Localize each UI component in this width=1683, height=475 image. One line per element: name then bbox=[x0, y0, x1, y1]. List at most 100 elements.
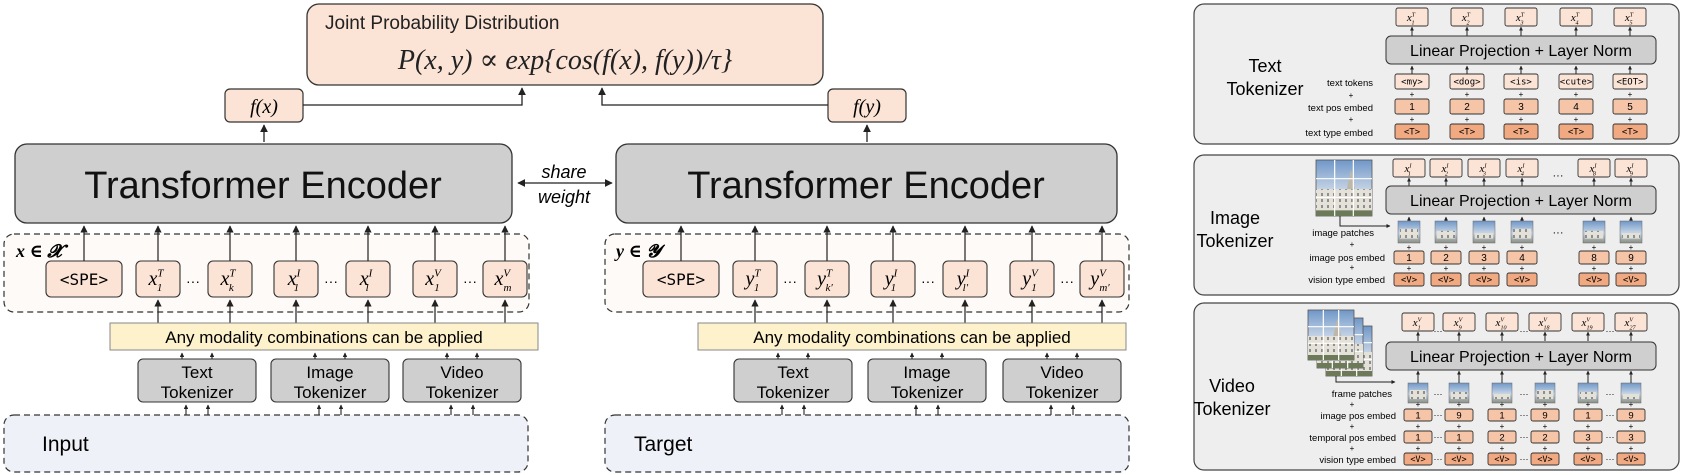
type-embed: <V> bbox=[1615, 272, 1647, 287]
pos-embed: 5 bbox=[1612, 98, 1648, 115]
type-embed: <T> bbox=[1503, 123, 1539, 140]
plus-sign: + bbox=[1543, 422, 1548, 431]
encoder-right-label: Transformer Encoder bbox=[687, 165, 1045, 207]
svg-text:8: 8 bbox=[1591, 253, 1597, 264]
plus-sign: + bbox=[1482, 264, 1487, 273]
fy-box: f(y) bbox=[827, 88, 907, 123]
svg-text:1: 1 bbox=[1415, 432, 1420, 443]
text-token: <my> bbox=[1394, 73, 1430, 90]
svg-text:Tokenizer: Tokenizer bbox=[426, 383, 499, 402]
type-embed: <V> bbox=[1430, 272, 1462, 287]
pos-embed: 8 bbox=[1578, 250, 1610, 265]
svg-text:<EOT>: <EOT> bbox=[1616, 78, 1644, 88]
svg-text:<V>: <V> bbox=[1623, 455, 1638, 465]
encoder-right: Transformer Encoder bbox=[615, 143, 1118, 224]
svg-text:9: 9 bbox=[1542, 410, 1547, 421]
svg-text:<T>: <T> bbox=[1404, 128, 1421, 138]
target-row-right: Target bbox=[604, 414, 1130, 473]
type-embed: <V> bbox=[1578, 272, 1610, 287]
ellipsis: ··· bbox=[1553, 227, 1564, 239]
plus-sign: + bbox=[1586, 422, 1591, 431]
ellipsis: ··· bbox=[1060, 273, 1074, 289]
plus-sign: + bbox=[1457, 444, 1462, 453]
ellipsis: ··· bbox=[1520, 432, 1529, 442]
spe-token: <SPE> bbox=[45, 260, 123, 298]
ellipsis: ··· bbox=[1520, 389, 1529, 399]
pos-embed: 2 bbox=[1449, 98, 1485, 115]
svg-text:2: 2 bbox=[1443, 253, 1449, 264]
joint-formula: P(x, y) ∝ exp{cos(f(x), f(y))/τ} bbox=[397, 45, 732, 76]
svg-text:9: 9 bbox=[1628, 410, 1633, 421]
plus-sign: + bbox=[1457, 400, 1462, 409]
image-patch bbox=[1534, 382, 1556, 404]
type-embed: <V> bbox=[1444, 452, 1474, 466]
ellipsis: ··· bbox=[1434, 389, 1443, 399]
svg-text:<dog>: <dog> bbox=[1453, 78, 1481, 88]
ellipsis: ··· bbox=[1606, 454, 1615, 464]
image-patch bbox=[1448, 382, 1470, 404]
share-weight: share weight bbox=[517, 162, 613, 207]
plus-sign: + bbox=[1350, 422, 1355, 431]
text-token: <dog> bbox=[1449, 73, 1485, 90]
ellipsis: ··· bbox=[1606, 432, 1615, 442]
joint-probability-box: Joint Probability Distribution P(x, y) ∝… bbox=[306, 3, 824, 86]
svg-text:Tokenizer: Tokenizer bbox=[1196, 231, 1273, 251]
plus-sign: + bbox=[1628, 90, 1633, 99]
text-token: <cute> bbox=[1558, 73, 1594, 90]
svg-text:Video: Video bbox=[1040, 363, 1083, 382]
ellipsis: ··· bbox=[1520, 326, 1529, 336]
svg-text:Any modality combinations can: Any modality combinations can be applied bbox=[753, 328, 1071, 347]
temporal-embed: 2 bbox=[1530, 430, 1560, 444]
svg-text:2: 2 bbox=[1542, 432, 1547, 443]
svg-text:2: 2 bbox=[1499, 432, 1504, 443]
svg-text:Linear Projection + Layer Norm: Linear Projection + Layer Norm bbox=[1410, 43, 1632, 60]
joint-title: Joint Probability Distribution bbox=[325, 13, 559, 34]
svg-text:<V>: <V> bbox=[1451, 455, 1466, 465]
pos-embed: 1 bbox=[1393, 250, 1425, 265]
plus-sign: + bbox=[1574, 115, 1579, 124]
svg-text:1: 1 bbox=[1456, 432, 1461, 443]
svg-text:Tokenizer: Tokenizer bbox=[161, 383, 234, 402]
svg-text:<V>: <V> bbox=[1438, 276, 1455, 286]
svg-text:weight: weight bbox=[538, 187, 591, 207]
svg-text:9: 9 bbox=[1628, 253, 1634, 264]
svg-text:<T>: <T> bbox=[1568, 128, 1585, 138]
joint-arrows bbox=[260, 87, 871, 142]
type-embed: <V> bbox=[1403, 452, 1433, 466]
type-embed: <T> bbox=[1558, 123, 1594, 140]
svg-text:3: 3 bbox=[1518, 102, 1524, 113]
ellipsis: ··· bbox=[1434, 454, 1443, 464]
pos-embed: 4 bbox=[1558, 98, 1594, 115]
linear-projection-box: Linear Projection + Layer Norm bbox=[1385, 35, 1657, 65]
ellipsis: ··· bbox=[1606, 410, 1615, 420]
svg-text:Tokenizer: Tokenizer bbox=[1026, 383, 1099, 402]
image-patch bbox=[1472, 220, 1496, 244]
type-embed: <T> bbox=[1612, 123, 1648, 140]
svg-text:Text: Text bbox=[777, 363, 808, 382]
row-label: vision type embed bbox=[1319, 455, 1396, 466]
ellipsis: ··· bbox=[1520, 410, 1529, 420]
fy-label: f(y) bbox=[853, 96, 881, 118]
pos-embed: 1 bbox=[1394, 98, 1430, 115]
svg-text:<cute>: <cute> bbox=[1560, 78, 1593, 88]
svg-text:1: 1 bbox=[1409, 102, 1415, 113]
plus-sign: + bbox=[1520, 264, 1525, 273]
